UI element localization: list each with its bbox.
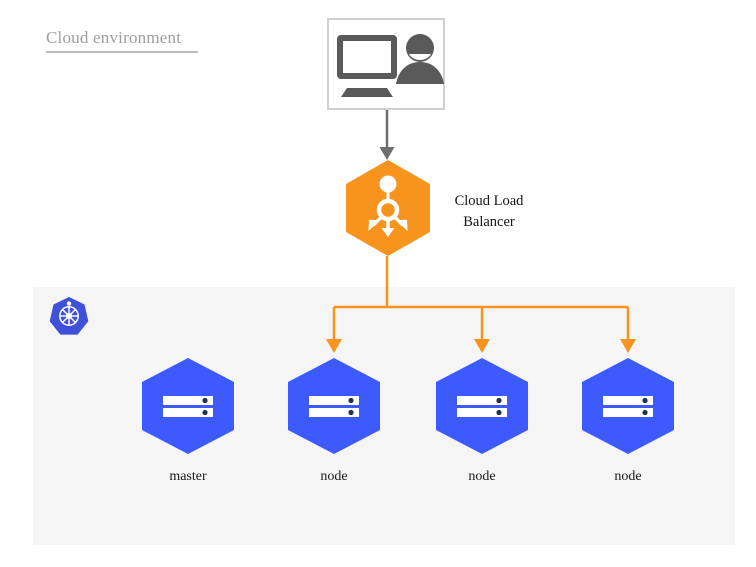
load-balancer-node[interactable] bbox=[346, 160, 430, 256]
cluster-node-master[interactable] bbox=[142, 358, 234, 454]
server-icon bbox=[603, 396, 653, 417]
kubernetes-icon bbox=[49, 297, 89, 335]
server-icon bbox=[163, 396, 213, 417]
monitor-icon bbox=[337, 35, 397, 97]
load-balancer-label: Cloud Load Balancer bbox=[443, 191, 535, 233]
load-balancer-icon bbox=[368, 175, 408, 237]
cluster-node-1[interactable] bbox=[288, 358, 380, 454]
client-workstation-icons bbox=[337, 34, 444, 97]
lb-label-line1: Cloud Load bbox=[454, 193, 524, 209]
title-underline bbox=[46, 51, 198, 53]
page-title: Cloud environment bbox=[46, 28, 182, 47]
cluster-node-3[interactable] bbox=[582, 358, 674, 454]
cluster-node-label-master: master bbox=[169, 469, 207, 484]
user-icon bbox=[396, 34, 444, 84]
server-icon bbox=[457, 396, 507, 417]
lb-label-line2: Balancer bbox=[463, 214, 515, 230]
cluster-node-label-3: node bbox=[614, 469, 642, 484]
cluster-node-label-2: node bbox=[468, 469, 496, 484]
server-icon bbox=[309, 396, 359, 417]
cluster-node-2[interactable] bbox=[436, 358, 528, 454]
cluster-node-label-1: node bbox=[320, 469, 348, 484]
